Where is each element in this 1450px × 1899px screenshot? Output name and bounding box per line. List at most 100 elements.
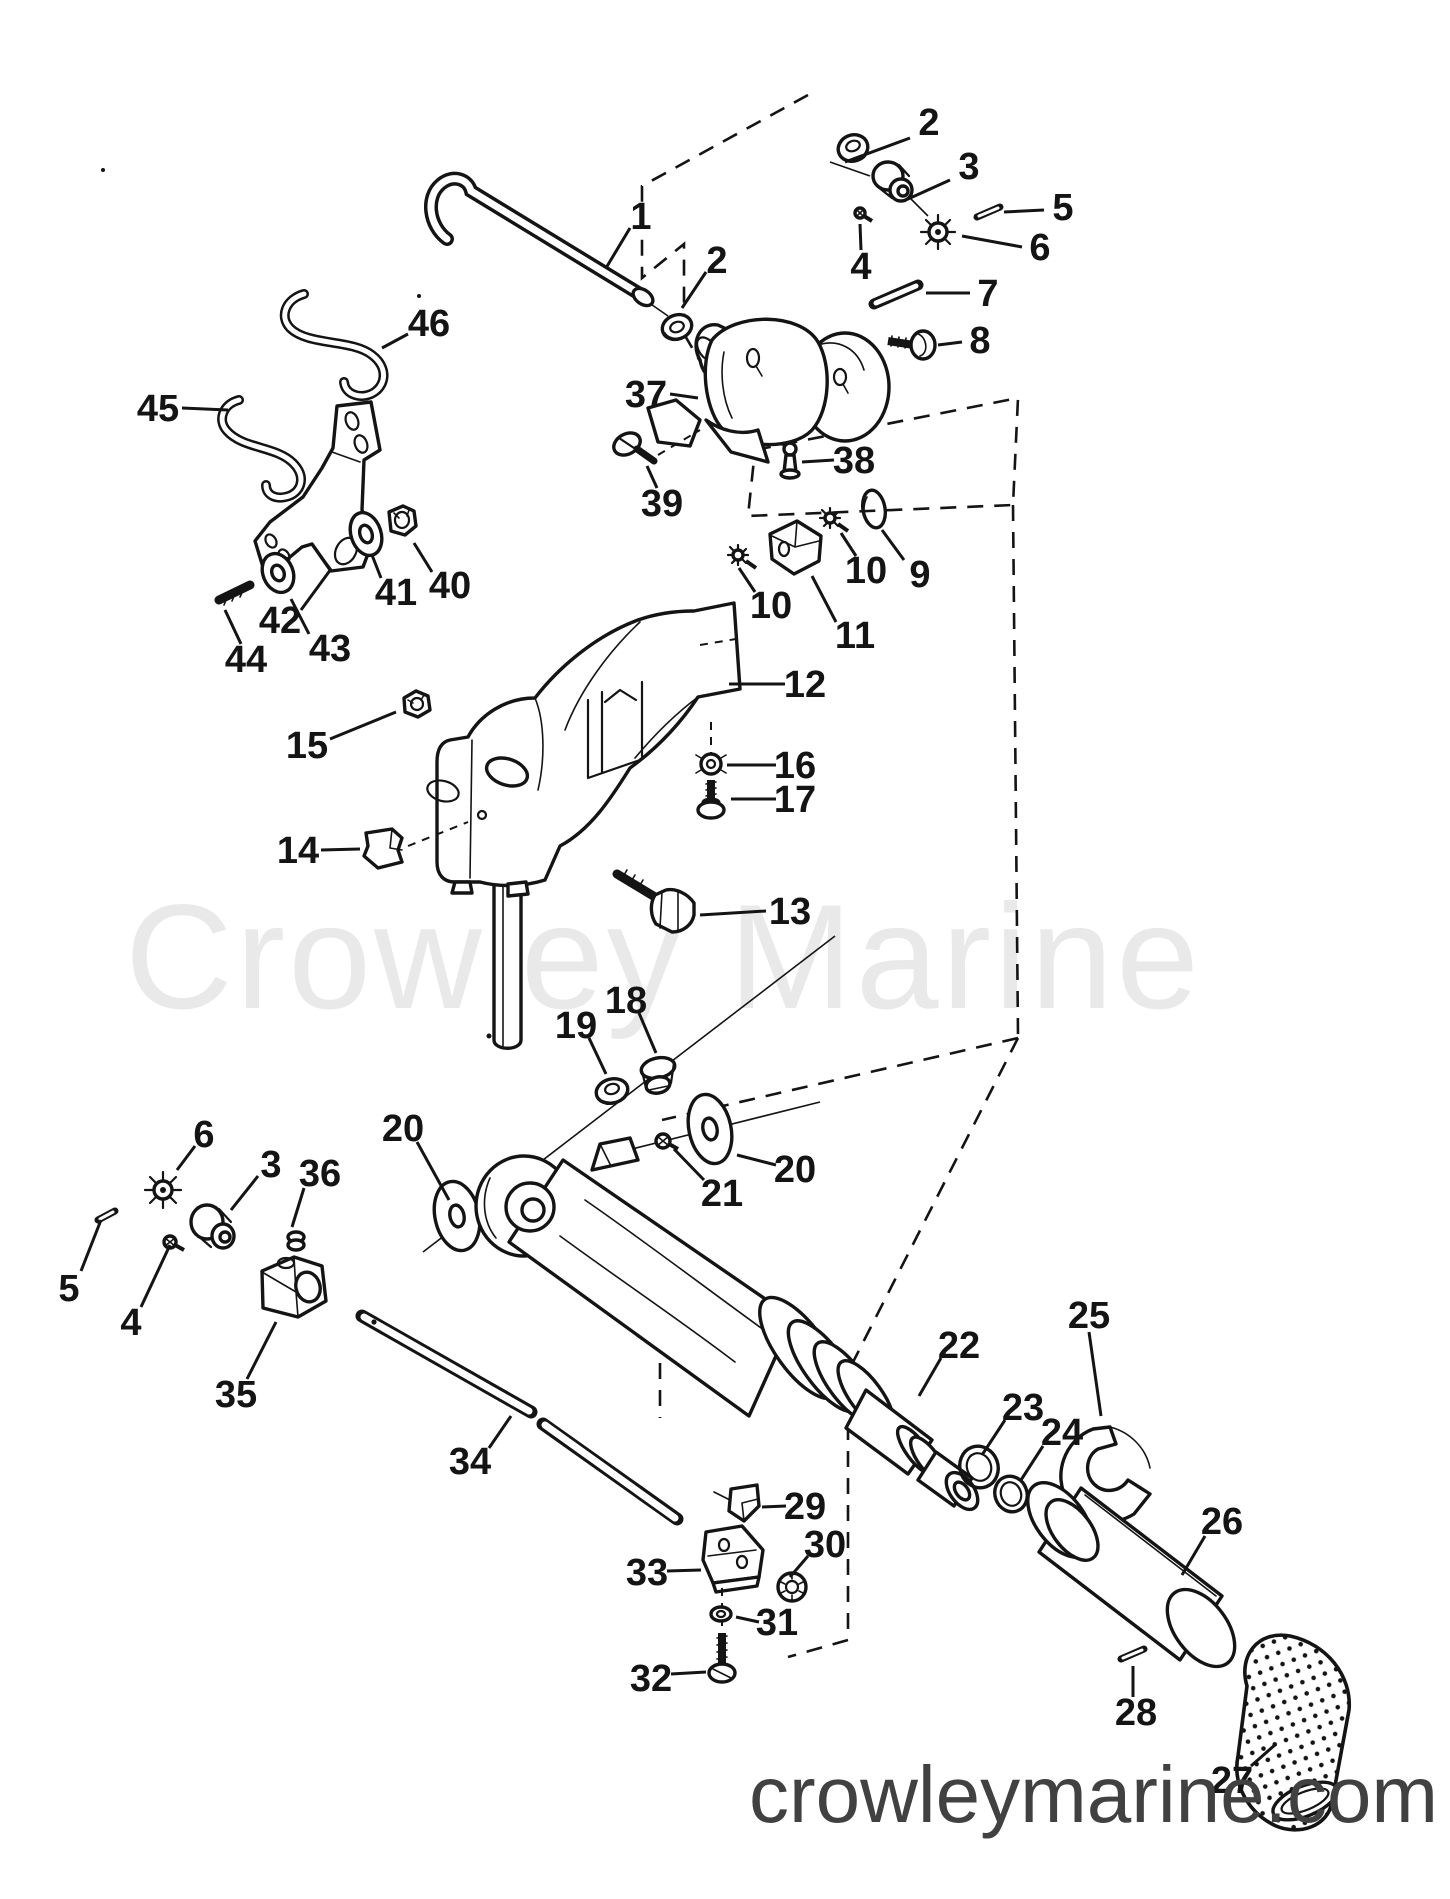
- callout-20-number[interactable]: 20: [774, 1149, 816, 1191]
- callout-3[interactable]: 3: [229, 1144, 282, 1211]
- callout-3-number[interactable]: 3: [958, 146, 979, 188]
- callout-4-number[interactable]: 4: [120, 1302, 141, 1344]
- callout-35[interactable]: 35: [215, 1321, 278, 1416]
- callout-3[interactable]: 3: [907, 146, 980, 201]
- callout-25[interactable]: 25: [1068, 1295, 1110, 1417]
- callout-28[interactable]: 28: [1115, 1666, 1157, 1734]
- callout-5[interactable]: 5: [1003, 187, 1074, 229]
- callout-34-number[interactable]: 34: [449, 1441, 491, 1483]
- callout-10-number[interactable]: 10: [845, 550, 887, 592]
- callout-16[interactable]: 16: [727, 745, 816, 787]
- callout-2[interactable]: 2: [844, 102, 940, 164]
- callout-17[interactable]: 17: [731, 779, 816, 821]
- callout-10[interactable]: 10: [839, 532, 887, 592]
- callout-44[interactable]: 44: [223, 609, 267, 681]
- callout-38-number[interactable]: 38: [833, 440, 875, 482]
- callout-26[interactable]: 26: [1180, 1501, 1243, 1576]
- callout-20[interactable]: 20: [382, 1108, 451, 1201]
- callout-21-number[interactable]: 21: [701, 1173, 743, 1215]
- callout-6-number[interactable]: 6: [193, 1114, 214, 1156]
- callout-19-number[interactable]: 19: [555, 1005, 597, 1047]
- callout-36[interactable]: 36: [290, 1153, 341, 1228]
- callout-45[interactable]: 45: [137, 388, 229, 430]
- callout-15[interactable]: 15: [286, 710, 397, 767]
- callout-12-number[interactable]: 12: [784, 664, 826, 706]
- callout-3-number[interactable]: 3: [260, 1144, 281, 1186]
- callout-7[interactable]: 7: [926, 273, 999, 315]
- callout-27-number[interactable]: 27: [1211, 1760, 1253, 1802]
- callout-5[interactable]: 5: [58, 1219, 103, 1310]
- callout-1-number[interactable]: 1: [630, 196, 651, 238]
- callout-20[interactable]: 20: [736, 1149, 816, 1191]
- callout-37[interactable]: 37: [625, 374, 699, 416]
- callout-33-number[interactable]: 33: [626, 1552, 668, 1594]
- callout-27[interactable]: 27: [1211, 1742, 1277, 1802]
- callout-9[interactable]: 9: [880, 529, 931, 596]
- callout-10-number[interactable]: 10: [750, 585, 792, 627]
- callout-29-number[interactable]: 29: [784, 1486, 826, 1528]
- callout-6[interactable]: 6: [175, 1114, 215, 1171]
- callout-18-number[interactable]: 18: [605, 980, 647, 1022]
- callout-16-number[interactable]: 16: [774, 745, 816, 787]
- callout-37-number[interactable]: 37: [625, 374, 667, 416]
- callout-8-number[interactable]: 8: [969, 320, 990, 362]
- callout-22-number[interactable]: 22: [938, 1325, 980, 1367]
- callout-13[interactable]: 13: [699, 891, 811, 933]
- callout-4[interactable]: 4: [120, 1244, 172, 1344]
- callout-14-number[interactable]: 14: [277, 830, 319, 872]
- callout-40[interactable]: 40: [412, 542, 471, 607]
- callout-39-number[interactable]: 39: [641, 483, 683, 525]
- callout-39[interactable]: 39: [641, 465, 683, 525]
- callout-19[interactable]: 19: [555, 1005, 608, 1075]
- callout-34[interactable]: 34: [449, 1415, 513, 1483]
- callout-15-number[interactable]: 15: [286, 725, 328, 767]
- callout-30[interactable]: 30: [788, 1524, 846, 1578]
- callout-43-number[interactable]: 43: [309, 628, 351, 670]
- callout-14[interactable]: 14: [277, 830, 361, 872]
- callout-24[interactable]: 24: [1019, 1412, 1083, 1481]
- callout-28-number[interactable]: 28: [1115, 1692, 1157, 1734]
- callout-5-number[interactable]: 5: [1052, 187, 1073, 229]
- callout-17-number[interactable]: 17: [774, 779, 816, 821]
- callout-36-number[interactable]: 36: [299, 1153, 341, 1195]
- callout-24-number[interactable]: 24: [1041, 1412, 1083, 1454]
- callout-8[interactable]: 8: [937, 320, 991, 362]
- callout-5-number[interactable]: 5: [58, 1268, 79, 1310]
- callout-1[interactable]: 1: [604, 196, 652, 269]
- callout-12[interactable]: 12: [729, 664, 826, 706]
- callout-23[interactable]: 23: [980, 1387, 1044, 1456]
- callout-7-number[interactable]: 7: [977, 273, 998, 315]
- callout-33[interactable]: 33: [626, 1552, 702, 1594]
- callout-23-number[interactable]: 23: [1002, 1387, 1044, 1429]
- callout-11[interactable]: 11: [810, 575, 875, 657]
- callout-45-number[interactable]: 45: [137, 388, 179, 430]
- callout-44-number[interactable]: 44: [225, 639, 267, 681]
- callout-6-number[interactable]: 6: [1029, 227, 1050, 269]
- callout-2-number[interactable]: 2: [706, 240, 727, 282]
- callout-6[interactable]: 6: [961, 227, 1051, 269]
- callout-4[interactable]: 4: [850, 223, 872, 288]
- callout-21[interactable]: 21: [672, 1147, 743, 1215]
- callout-25-number[interactable]: 25: [1068, 1295, 1110, 1337]
- callout-31[interactable]: 31: [735, 1602, 798, 1644]
- callout-13-number[interactable]: 13: [769, 891, 811, 933]
- callout-10[interactable]: 10: [737, 567, 792, 627]
- callout-43[interactable]: 43: [289, 598, 351, 670]
- callout-46[interactable]: 46: [381, 303, 450, 350]
- callout-41[interactable]: 41: [370, 554, 417, 614]
- callout-35-number[interactable]: 35: [215, 1374, 257, 1416]
- callout-11-number[interactable]: 11: [835, 615, 875, 657]
- callout-29[interactable]: 29: [761, 1486, 826, 1528]
- callout-32[interactable]: 32: [630, 1658, 707, 1700]
- callout-18[interactable]: 18: [605, 980, 658, 1054]
- callout-20-number[interactable]: 20: [382, 1108, 424, 1150]
- callout-2-number[interactable]: 2: [918, 102, 939, 144]
- callout-46-number[interactable]: 46: [408, 303, 450, 345]
- callout-22[interactable]: 22: [917, 1325, 980, 1397]
- callout-41-number[interactable]: 41: [375, 572, 417, 614]
- callout-9-number[interactable]: 9: [909, 554, 930, 596]
- callout-30-number[interactable]: 30: [804, 1524, 846, 1566]
- callout-38[interactable]: 38: [801, 440, 875, 482]
- callout-31-number[interactable]: 31: [756, 1602, 798, 1644]
- callout-26-number[interactable]: 26: [1201, 1501, 1243, 1543]
